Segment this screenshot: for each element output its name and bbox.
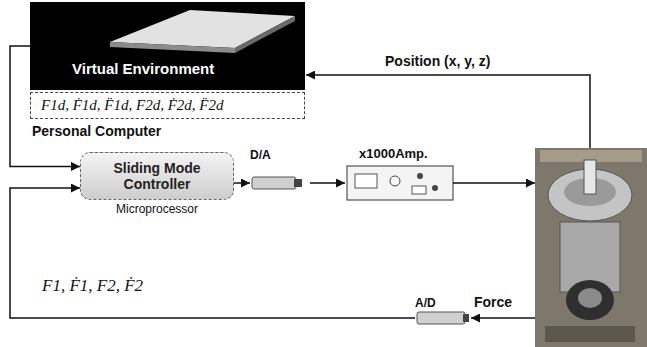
signal-connector	[10, 188, 415, 318]
controller-outline: Sliding Mode Controller	[80, 152, 234, 200]
device-stylus	[584, 160, 596, 194]
device-base-hub	[578, 288, 602, 308]
da-plug	[294, 179, 302, 187]
amplifier-knob	[390, 176, 400, 186]
amplifier-device	[347, 166, 453, 200]
amplifier-knob	[432, 185, 438, 191]
virtual-plane-side	[235, 16, 295, 53]
node-text: A/D	[415, 296, 475, 310]
ad-converter: A/D	[415, 296, 475, 326]
node-caption: Microprocessor	[80, 202, 234, 216]
device-table	[545, 326, 635, 342]
amplifier-display	[355, 174, 377, 188]
position-label: Position (x, y, z)	[385, 53, 491, 69]
node-text: Sliding Mode Controller	[89, 160, 225, 192]
virtual-plane	[110, 10, 295, 48]
node-text: F1d, Ḟ1d, F̈1d, F2d, Ḟ2d, F̈2d	[41, 97, 294, 114]
da-device	[252, 177, 296, 189]
computer-label: Personal Computer	[32, 123, 161, 139]
da-converter: D/A	[250, 148, 310, 192]
amplifier: x1000Amp.	[345, 146, 459, 202]
node-text: x1000Amp.	[345, 146, 459, 161]
signal-wire	[453, 182, 535, 184]
force-label: Force	[474, 294, 512, 310]
device-base	[566, 280, 614, 320]
signal-label: F1, Ḟ1, F2, Ḟ2	[40, 276, 145, 296]
virtual-plane-edge	[110, 42, 235, 53]
controller-block: Sliding Mode ControllerMicroprocessor	[80, 152, 234, 218]
desired-force-box: F1d, Ḟ1d, F̈1d, F2d, Ḟ2d, F̈2d	[30, 92, 305, 119]
amplifier-knob	[417, 173, 423, 179]
ad-device	[417, 312, 465, 324]
force-wire	[471, 317, 535, 319]
signal-connector	[234, 182, 250, 184]
device-photo	[535, 148, 647, 347]
node-text: D/A	[250, 148, 310, 162]
ad-plug	[463, 314, 469, 322]
virtual-environment-box: Virtual Environment	[30, 2, 305, 90]
node-text: Virtual Environment	[72, 60, 297, 77]
position-wire	[306, 75, 590, 148]
amplifier-port	[412, 186, 426, 194]
screen-background	[30, 2, 305, 90]
signal-connector	[310, 182, 345, 184]
